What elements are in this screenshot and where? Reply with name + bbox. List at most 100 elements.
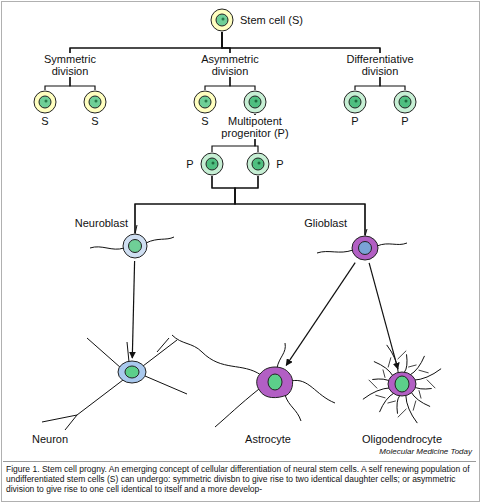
cell-part: [405, 100, 408, 103]
cell-node: Neuroblast: [122, 233, 148, 259]
cell-icon: [343, 90, 367, 114]
cell-part: [410, 356, 425, 375]
cell-part: [291, 380, 335, 403]
division-label: Differentiative division: [339, 53, 421, 77]
cell-part: [129, 240, 142, 253]
cell-part: [388, 401, 396, 403]
cell-part: [89, 96, 101, 108]
cell-part: [95, 100, 98, 103]
cell-part: [419, 370, 429, 373]
cell-part: [145, 376, 187, 394]
lineage-arrow: [369, 263, 398, 369]
cell-label: P: [184, 158, 196, 170]
cell-label: P: [335, 115, 375, 127]
cell-node: P: [393, 90, 417, 114]
cell-part: [34, 91, 56, 113]
cell-node: S: [193, 90, 217, 114]
division-label: Symmetric division: [38, 53, 102, 77]
cell-part: [359, 242, 372, 255]
cell-part: [374, 362, 393, 377]
cell-part: [355, 100, 358, 103]
cell-part: [42, 380, 123, 430]
cell-label: Stem cell (S): [240, 14, 330, 26]
cell-part: [244, 91, 266, 113]
cell-part: [258, 162, 261, 165]
cell-part: [419, 390, 421, 398]
cell-part: [397, 396, 400, 414]
cell-part: [125, 366, 139, 378]
cell-node: S: [33, 90, 57, 114]
cell-part: [87, 338, 121, 368]
cell-part: [194, 91, 216, 113]
cell-part: [380, 393, 395, 412]
cell-part: [39, 96, 51, 108]
cell-icon: [257, 367, 293, 397]
cell-icon: [351, 235, 379, 261]
cell-part: [363, 388, 391, 400]
cell-part: [388, 357, 391, 367]
cell-part: [414, 386, 432, 389]
cell-label: Multipotent progenitor (P): [215, 115, 295, 139]
cell-part: [372, 379, 390, 382]
cell-part: [398, 351, 407, 360]
cell-part: [375, 395, 385, 398]
cell-part: [84, 91, 106, 113]
cell-part: [257, 367, 293, 398]
lineage-arrow: [132, 261, 134, 358]
cell-part: [201, 153, 223, 175]
cell-part: [317, 250, 353, 253]
cell-part: [206, 158, 218, 170]
cell-node: Multipotent progenitor (P): [243, 90, 267, 114]
cell-part: [388, 372, 416, 396]
cell-node: Oligodendrocyte: [387, 371, 417, 397]
cell-label: Neuroblast: [64, 217, 128, 229]
cell-part: [349, 96, 361, 108]
cell-part: [406, 395, 418, 423]
cell-part: [352, 236, 378, 260]
cell-part: [268, 374, 282, 390]
cell-icon: [193, 90, 217, 114]
cell-part: [199, 96, 211, 108]
cell-node: P: [246, 152, 270, 176]
cell-part: [387, 345, 399, 373]
cell-part: [90, 247, 124, 249]
cell-part: [135, 225, 137, 234]
cell-part: [395, 376, 409, 392]
cell-node: P: [343, 90, 367, 114]
figure-caption: Figure 1. Stem cell progny. An emerging …: [3, 461, 476, 496]
cell-part: [255, 100, 258, 103]
cell-part: [45, 100, 48, 103]
division-label: Asymmetric division: [193, 53, 267, 77]
cell-part: [118, 361, 146, 383]
cell-part: [205, 100, 208, 103]
cell-label: P: [274, 158, 286, 170]
cell-part: [143, 338, 177, 366]
cell-node: Glioblast: [351, 235, 379, 261]
cell-label: Glioblast: [289, 217, 347, 229]
cell-part: [377, 243, 407, 246]
cell-part: [252, 158, 264, 170]
cell-icon: [210, 8, 234, 32]
cell-label: Oligodendrocyte: [352, 433, 452, 445]
cell-part: [247, 153, 269, 175]
cell-node: S: [83, 90, 107, 114]
cell-part: [365, 229, 367, 236]
cell-part: [277, 343, 285, 368]
cell-part: [172, 335, 261, 375]
cell-label: Astrocyte: [228, 433, 308, 445]
cell-part: [146, 237, 174, 243]
cell-part: [394, 91, 416, 113]
cell-part: [127, 342, 129, 362]
cell-part: [399, 96, 411, 108]
source-credit: Molecular Medicine Today: [330, 447, 472, 457]
cell-icon: [246, 152, 270, 176]
cell-part: [413, 369, 441, 381]
cell-icon: [122, 233, 148, 259]
cell-label: S: [25, 115, 65, 127]
cell-icon: [243, 90, 267, 114]
cell-part: [222, 18, 225, 21]
cell-icon: [83, 90, 107, 114]
cell-node: Neuron: [117, 360, 147, 384]
cell-part: [249, 96, 261, 108]
cell-part: [123, 234, 147, 258]
